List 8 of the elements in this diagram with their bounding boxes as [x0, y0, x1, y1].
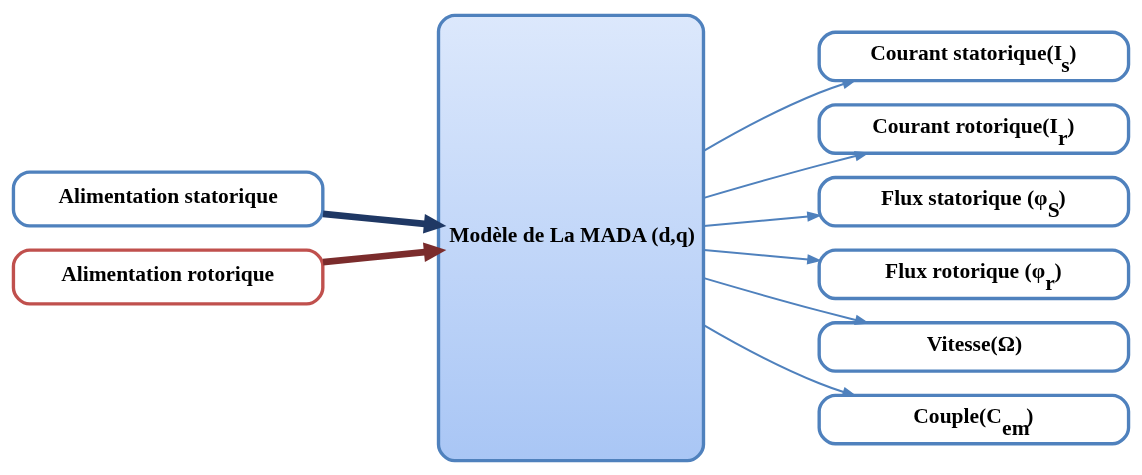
arrow: [703, 248, 822, 264]
arrow: [703, 211, 822, 227]
node-box: Alimentation rotorique: [11, 247, 325, 306]
node-box: Alimentation statorique: [11, 169, 325, 228]
node-box: Modèle de La MADA (d,q): [436, 13, 706, 462]
arrow: [322, 210, 447, 234]
node-box: Vitesse(Ω): [817, 320, 1131, 373]
arrow: [322, 241, 447, 265]
